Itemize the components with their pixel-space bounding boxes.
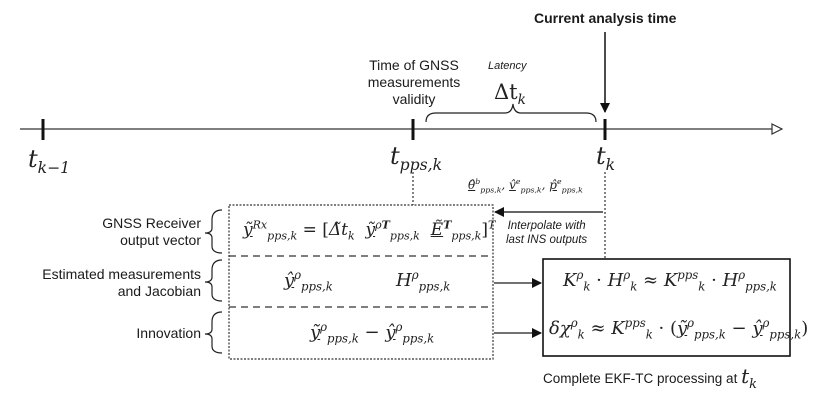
interpolate-label: Interpolate with last INS outputs	[506, 220, 588, 246]
brace-receiver	[204, 209, 223, 254]
ekf-caption: Complete EKF-TC processing at tk	[543, 364, 758, 392]
estimated-measurements-label: Estimated measurements and Jacobian	[42, 266, 201, 299]
innovation-label: Innovation	[136, 325, 201, 341]
tick-label-t-km1: tk−1	[28, 145, 71, 177]
gnss-validity-label: Time of GNSS measurements validity	[367, 57, 461, 107]
tick-label-t-pps: tpps,k	[390, 142, 443, 174]
state-update-equation: δχρk ≈ Kppsk · (ỹρpps,k − ŷρpps,k)	[549, 316, 809, 342]
receiver-output-equation: ỹRxpps,k = [Δ̃tk ỹρTpps,k ẼTpps,k]T	[243, 218, 496, 243]
ins-states-label: θ̂bpps,k, v̂epps,k, p̂epps,k	[468, 177, 583, 195]
receiver-output-label: GNSS Receiver output vector	[102, 215, 201, 248]
jacobian-term: Hρpps,k	[396, 268, 451, 294]
gnss-receiver-box	[228, 204, 494, 360]
brace-estimated	[204, 259, 223, 302]
ekf-processing-box	[542, 258, 791, 357]
tick-label-t-k: tk	[596, 142, 616, 174]
latency-symbol: Δtk	[494, 80, 526, 109]
innovation-equation: ỹρpps,k − ŷρpps,k	[310, 320, 435, 346]
gain-approximation-equation: Kρk · Hρk ≈ Kppsk · Hρpps,k	[563, 268, 777, 294]
brace-innovation	[204, 311, 223, 354]
estimated-measurement-term: ŷρpps,k	[284, 268, 333, 294]
latency-label: Latency	[488, 60, 527, 72]
current-analysis-time-label: Current analysis time	[534, 10, 677, 26]
latency-brace	[425, 103, 597, 123]
